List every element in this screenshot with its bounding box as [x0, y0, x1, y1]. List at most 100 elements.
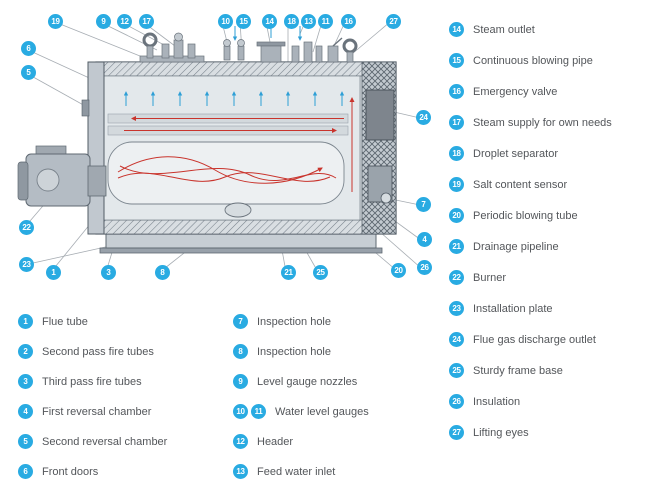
- callout-7: 7: [416, 197, 431, 212]
- callout-13: 13: [301, 14, 316, 29]
- legend-label: Drainage pipeline: [473, 240, 559, 253]
- burner: [17, 145, 107, 207]
- legend-item-26: 26 Insulation: [449, 394, 612, 409]
- callout-3: 3: [101, 265, 116, 280]
- legend-label: Inspection hole: [257, 315, 331, 328]
- callout-21: 21: [281, 265, 296, 280]
- callout-27: 27: [386, 14, 401, 29]
- legend-number: 15: [449, 53, 464, 68]
- legend-number: 16: [449, 84, 464, 99]
- legend-item-7: 7 Inspection hole: [233, 314, 369, 329]
- callout-25: 25: [313, 265, 328, 280]
- legend-number: 7: [233, 314, 248, 329]
- callout-9: 9: [96, 14, 111, 29]
- legend-number: 23: [449, 301, 464, 316]
- legend-number: 25: [449, 363, 464, 378]
- callout-5: 5: [21, 65, 36, 80]
- legend-label: Feed water inlet: [257, 465, 336, 478]
- legend-item-18: 18 Droplet separator: [449, 146, 612, 161]
- fire-tubes: [107, 113, 349, 136]
- callout-4: 4: [417, 232, 432, 247]
- callout-18: 18: [284, 14, 299, 29]
- legend-label: Installation plate: [473, 302, 553, 315]
- legend-number: 20: [449, 208, 464, 223]
- callout-23: 23: [19, 257, 34, 272]
- legend-item-8: 8 Inspection hole: [233, 344, 369, 359]
- callout-11: 11: [318, 14, 333, 29]
- flame-tube: [107, 97, 355, 205]
- boiler-diagram: [17, 21, 422, 273]
- legend-item-5: 5 Second reversal chamber: [18, 434, 167, 449]
- legend-label: Second reversal chamber: [42, 435, 168, 448]
- inspection-hole: [380, 192, 392, 204]
- legend-number: 17: [449, 115, 464, 130]
- legend-item-19: 19 Salt content sensor: [449, 177, 612, 192]
- legend-number: 5: [18, 434, 33, 449]
- legend-item-15: 15 Continuous blowing pipe: [449, 53, 612, 68]
- legend-number: 6: [18, 464, 33, 479]
- legend-label: Steam supply for own needs: [473, 116, 612, 129]
- legend-number: 11: [251, 404, 266, 419]
- legend-number: 3: [18, 374, 33, 389]
- legend-label: Sturdy frame base: [473, 364, 563, 377]
- legend-item-25: 25 Sturdy frame base: [449, 363, 612, 378]
- callout-17: 17: [139, 14, 154, 29]
- legend-label: Lifting eyes: [473, 426, 529, 439]
- legend-number: 12: [233, 434, 248, 449]
- legend-item-13: 13 Feed water inlet: [233, 464, 369, 479]
- legend-number: 9: [233, 374, 248, 389]
- callout-1: 1: [46, 265, 61, 280]
- callout-19: 19: [48, 14, 63, 29]
- legend-label: Second pass fire tubes: [42, 345, 154, 358]
- legend-number: 19: [449, 177, 464, 192]
- legend-column-middle: 7 Inspection hole 8 Inspection hole 9 Le…: [233, 314, 369, 494]
- legend-item-22: 22 Burner: [449, 270, 612, 285]
- callout-24: 24: [416, 110, 431, 125]
- legend-item-27: 27 Lifting eyes: [449, 425, 612, 440]
- legend-label: Emergency valve: [473, 85, 558, 98]
- legend-number: 8: [233, 344, 248, 359]
- legend-item-24: 24 Flue gas discharge outlet: [449, 332, 612, 347]
- legend-item-23: 23 Installation plate: [449, 301, 612, 316]
- front-doors: [81, 61, 105, 235]
- legend-item-4: 4 First reversal chamber: [18, 404, 167, 419]
- legend-number: 22: [449, 270, 464, 285]
- legend-number: 13: [233, 464, 248, 479]
- legend-label: Continuous blowing pipe: [473, 54, 593, 67]
- legend-column-right: 14 Steam outlet 15 Continuous blowing pi…: [449, 22, 612, 456]
- legend-label: Steam outlet: [473, 23, 535, 36]
- legend-item-21: 21 Drainage pipeline: [449, 239, 612, 254]
- legend-number: 18: [449, 146, 464, 161]
- legend-item-1: 1 Flue tube: [18, 314, 167, 329]
- legend-item-20: 20 Periodic blowing tube: [449, 208, 612, 223]
- legend-number: 2: [18, 344, 33, 359]
- steam-outlet-flange: [256, 41, 286, 47]
- legend-label: First reversal chamber: [42, 405, 152, 418]
- callout-12: 12: [117, 14, 132, 29]
- legend-number: 1: [18, 314, 33, 329]
- callout-20: 20: [391, 263, 406, 278]
- callout-22: 22: [19, 220, 34, 235]
- legend-item-3: 3 Third pass fire tubes: [18, 374, 167, 389]
- legend-number: 26: [449, 394, 464, 409]
- callout-15: 15: [236, 14, 251, 29]
- legend-item-10-11: 10 11 Water level gauges: [233, 404, 369, 419]
- legend-item-17: 17 Steam supply for own needs: [449, 115, 612, 130]
- legend-item-6: 6 Front doors: [18, 464, 167, 479]
- legend-label: Periodic blowing tube: [473, 209, 578, 222]
- legend-label: Insulation: [473, 395, 521, 408]
- legend-item-9: 9 Level gauge nozzles: [233, 374, 369, 389]
- legend-item-2: 2 Second pass fire tubes: [18, 344, 167, 359]
- legend-item-16: 16 Emergency valve: [449, 84, 612, 99]
- legend-label: Water level gauges: [275, 405, 369, 418]
- legend-label: Level gauge nozzles: [257, 375, 358, 388]
- legend-item-14: 14 Steam outlet: [449, 22, 612, 37]
- legend-number: 10: [233, 404, 248, 419]
- legend-item-12: 12 Header: [233, 434, 369, 449]
- callout-26: 26: [417, 260, 432, 275]
- callout-10: 10: [218, 14, 233, 29]
- legend-label: Droplet separator: [473, 147, 558, 160]
- flue-gas-outlet: [365, 89, 395, 141]
- callout-16: 16: [341, 14, 356, 29]
